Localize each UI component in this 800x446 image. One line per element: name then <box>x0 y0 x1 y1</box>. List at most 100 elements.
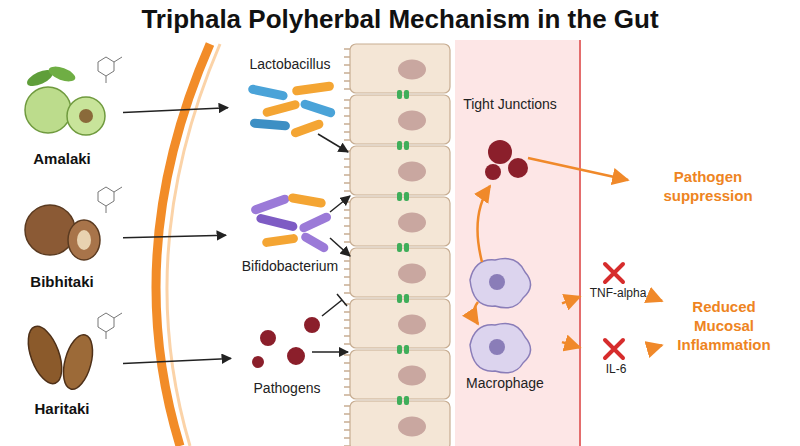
node-label: Bibhitaki <box>3 273 121 292</box>
rod <box>250 193 291 215</box>
connector-arrow <box>651 345 662 348</box>
arrow <box>330 196 350 212</box>
microvillus <box>344 123 350 125</box>
node-label: Pathogens <box>234 380 340 398</box>
tight-junction <box>397 243 402 252</box>
macrophages <box>470 259 531 373</box>
cell-nucleus <box>398 213 426 233</box>
microvillus <box>344 190 350 192</box>
arrow <box>330 238 350 256</box>
connector-arrow <box>123 235 226 238</box>
arrow <box>478 186 491 262</box>
bifidobacterium-rods <box>250 193 333 254</box>
microvillus <box>344 131 350 133</box>
connector-arrow <box>655 298 662 301</box>
node-label: Bifidobacterium <box>229 258 351 276</box>
epithelial-cell <box>350 95 450 144</box>
arrow <box>474 302 478 324</box>
gooseberry <box>25 87 71 133</box>
microvillus <box>344 241 350 243</box>
tight-junction <box>397 192 402 201</box>
epithelial-cell <box>350 401 450 446</box>
pathogen-group: Pathogens <box>234 312 340 400</box>
epithelial-cell <box>350 350 450 399</box>
mucus-layer-inner <box>167 44 220 446</box>
tight-junction <box>397 90 402 99</box>
arrow <box>312 351 348 353</box>
red-x <box>605 264 623 282</box>
arrow <box>528 158 628 180</box>
microvillus <box>344 158 350 160</box>
cytokine: IL-6 <box>583 338 649 379</box>
nucleus <box>489 274 505 290</box>
nut-half <box>68 220 100 260</box>
bacteria-arrows <box>312 134 350 352</box>
microvillus <box>344 139 350 141</box>
microvillus <box>344 233 350 235</box>
pathogen <box>288 348 304 364</box>
pathogen <box>485 164 501 180</box>
microvillus <box>344 343 350 345</box>
tight-junction <box>404 141 409 150</box>
microvillus <box>344 335 350 337</box>
kernel <box>77 230 91 250</box>
diagram-title: Triphala Polyherbal Mechanism in the Gut <box>0 4 800 35</box>
epithelium <box>344 44 450 446</box>
microvillus <box>344 217 350 219</box>
cell-nucleus <box>398 417 426 437</box>
inhibition-marks <box>605 264 623 358</box>
macrophage-cell <box>470 324 531 373</box>
microvillus <box>344 115 350 117</box>
molecule <box>98 57 122 83</box>
microvillus <box>344 394 350 396</box>
node-label: Macrophage <box>450 375 560 393</box>
amalaki-fruit <box>25 64 105 135</box>
pathogen <box>508 158 528 178</box>
cell-nucleus <box>398 60 426 80</box>
tight-junction <box>397 294 402 303</box>
microvillus <box>344 48 350 50</box>
microvillus <box>344 292 350 294</box>
microvillus <box>344 64 350 66</box>
microvillus <box>344 80 350 82</box>
tight-junction <box>404 396 409 405</box>
tight-junction <box>404 294 409 303</box>
microvillus <box>344 260 350 262</box>
rod <box>298 211 333 234</box>
microvillus <box>344 209 350 211</box>
tight-junction <box>397 345 402 354</box>
microvillus <box>344 276 350 278</box>
pathogen-cells <box>253 318 319 367</box>
fruit <box>22 322 69 388</box>
herb-group: Amalaki <box>3 60 121 171</box>
arrow <box>318 134 348 152</box>
red-x <box>605 340 623 358</box>
microvillus <box>344 268 350 270</box>
microvillus <box>344 405 350 407</box>
bacteria-group: Bifidobacterium <box>229 190 351 278</box>
mucus-layer-band <box>156 44 210 446</box>
connector-arrow <box>123 358 231 363</box>
microvillus <box>344 311 350 313</box>
macrophage-group: Macrophage <box>450 255 560 395</box>
fruit <box>58 332 98 393</box>
epithelial-cell <box>350 299 450 348</box>
gooseberry-half <box>67 97 105 135</box>
node-label: Pathogen suppression <box>640 168 776 206</box>
macrophage-cell <box>470 259 531 308</box>
leaf <box>47 64 77 85</box>
cell-nucleus <box>398 264 426 284</box>
microvillus <box>344 429 350 431</box>
rod <box>287 193 326 208</box>
serosa-line <box>579 40 581 446</box>
pathogen <box>305 318 319 332</box>
tight-junction <box>397 141 402 150</box>
herb-group: Haritaki <box>3 312 121 421</box>
node-label: Lactobacillus <box>231 56 349 74</box>
cell-nucleus <box>398 315 426 335</box>
pathogen <box>261 331 275 345</box>
molecule <box>98 187 122 213</box>
